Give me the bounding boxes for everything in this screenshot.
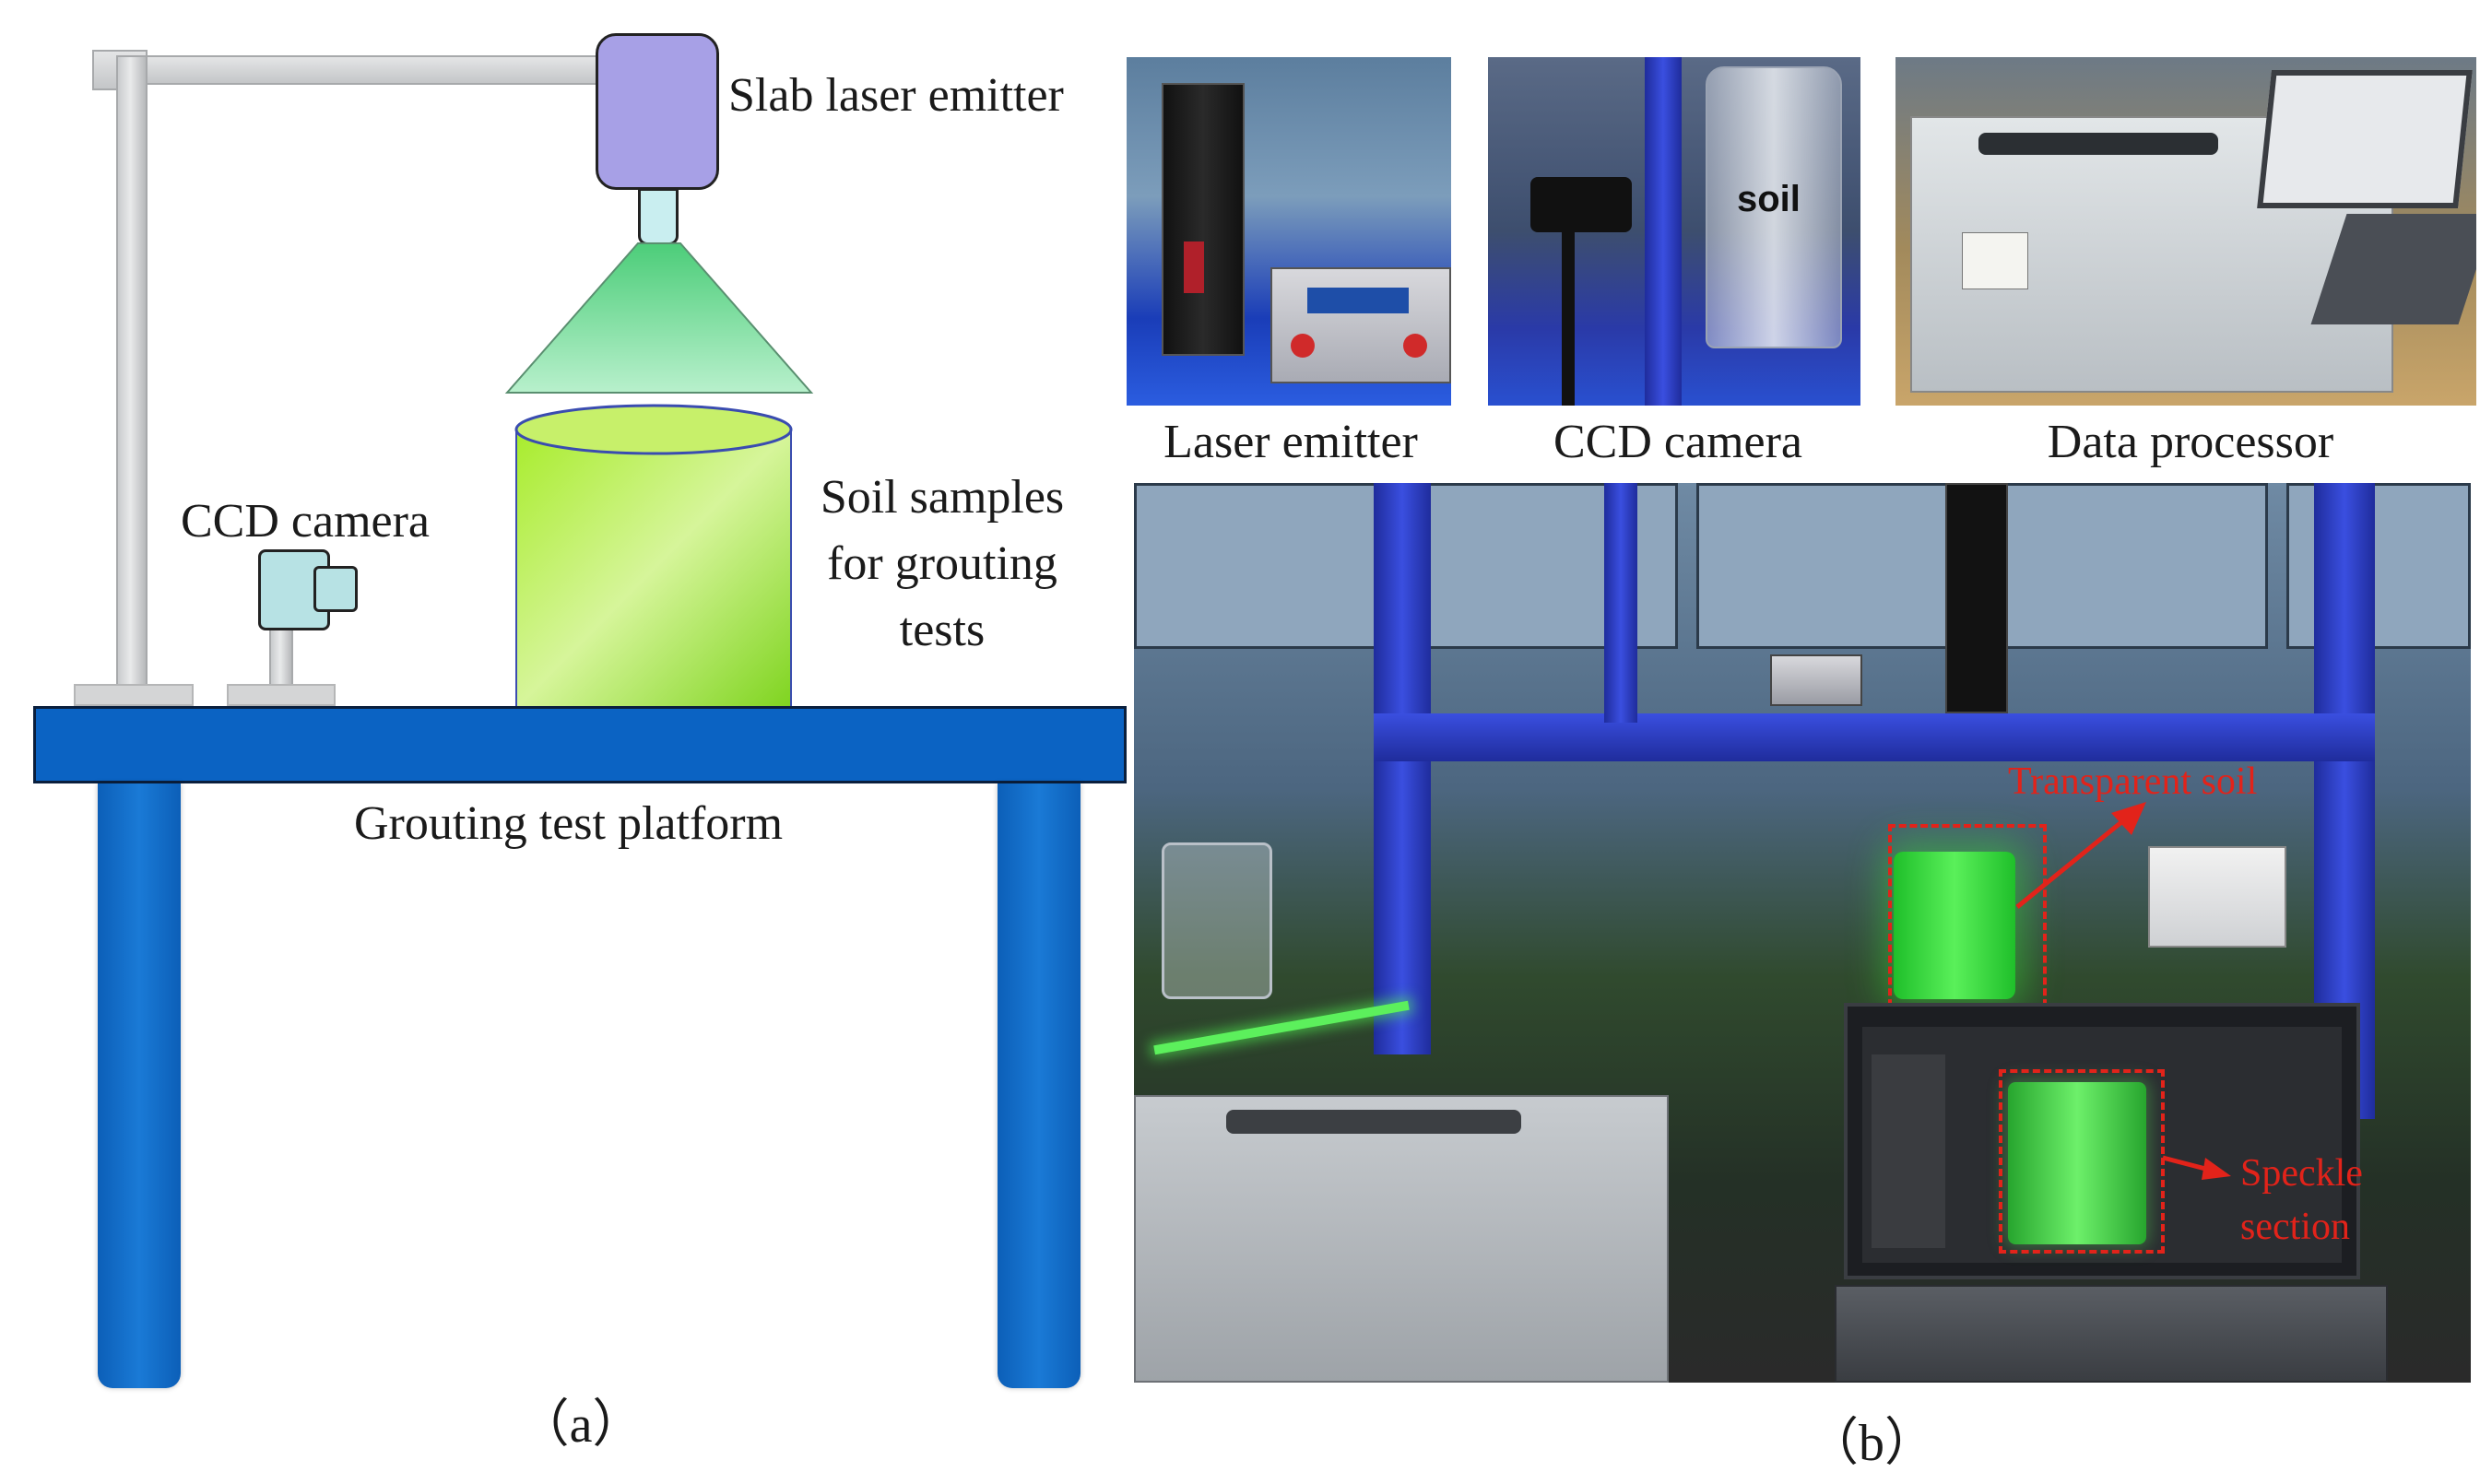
grouting-platform-tabletop [33,706,1127,783]
controller-red-button-left [1291,334,1315,358]
thumb-label-data-processor: Data processor [2047,416,2334,468]
laser-controller-box [1270,267,1451,383]
shelf-laser-tower [1945,483,2008,713]
panel-a-schematic: Slab laser emitter CCD camera Soil sampl… [0,0,1134,1484]
rack-post-left [1374,483,1431,1054]
annotation-speckle-section: Speckle section [2240,1147,2363,1254]
photo-data-processor [1895,57,2476,406]
label-soil-line-3: tests [899,604,986,656]
photo-ccd-camera: soil [1488,57,1860,406]
lab-window-4 [1991,483,2268,649]
rack-post-in-photo [1645,57,1682,406]
annotation-transparent-soil: Transparent soil [2008,760,2258,803]
processor-handle [1978,133,2218,155]
camera-mount-post [269,627,293,691]
lab-window-1 [1134,483,1383,649]
stand-horizontal-arm [92,55,608,85]
photo-laser-emitter [1127,57,1451,406]
label-soil-line-1: Soil samples [820,471,1065,524]
rack-post-mid [1604,483,1637,723]
processor-label-sticker [1962,232,2028,289]
controller-display [1307,288,1409,313]
laptop-app-sidebar [1872,1054,1945,1248]
glowing-soil-cylinder [1894,852,2015,999]
laser-beam-fan [504,242,814,394]
speckle-section-arrow [2162,1155,2231,1180]
laser-unit-tower [1162,83,1245,356]
table-leg-left [98,783,181,1388]
transparent-soil-arrow [2015,802,2146,909]
glass-beaker [1162,842,1272,999]
label-soil-line-2: for grouting [827,537,1057,590]
laser-emitter-body [596,33,719,190]
stand-vertical-pole [116,55,148,691]
shelf-laser-controller [1770,654,1862,706]
lab-processor-handle [1226,1110,1521,1134]
bench-device-right [2148,846,2286,948]
table-leg-right [998,783,1081,1388]
label-grouting-platform: Grouting test platform [354,797,784,850]
caption-a: （a） [517,1396,644,1454]
label-slab-laser-emitter: Slab laser emitter [728,69,1064,122]
camera-tripod-leg [1562,229,1575,406]
camera-mount-base [227,684,336,706]
laptop-screen-thumb [2257,70,2473,208]
laptop-specimen-view [2008,1082,2146,1244]
green-laser-streak [1153,1000,1410,1055]
soil-sample-cylinder [514,404,793,709]
speckle-section-box [1999,1069,2165,1254]
soil-tag: soil [1737,179,1801,219]
glass-soil-cylinder [1706,66,1842,348]
thumb-label-ccd-camera: CCD camera [1553,416,1802,468]
label-soil-samples: Soil samples for grouting tests [795,465,1090,664]
laser-unit-red-window [1184,241,1204,293]
label-ccd-camera: CCD camera [181,495,431,548]
rack-shelf-beam [1374,713,2375,761]
controller-red-button-right [1403,334,1427,358]
annotation-speckle-line-1: Speckle [2240,1152,2363,1195]
camera-tripod-head [1530,177,1632,232]
photo-lab-setup: Transparent soil Speckle section [1134,483,2471,1383]
stand-base [74,684,194,706]
lab-window-3 [1696,483,1973,649]
laptop-keyboard [1835,1285,2388,1383]
laser-emitter-lens [638,188,679,245]
lab-processor-chassis [1134,1095,1669,1383]
caption-b: （b） [1807,1415,1936,1472]
ccd-camera-lens [313,566,358,612]
thumb-label-laser-emitter: Laser emitter [1163,416,1418,468]
annotation-speckle-line-2: section [2240,1206,2350,1248]
